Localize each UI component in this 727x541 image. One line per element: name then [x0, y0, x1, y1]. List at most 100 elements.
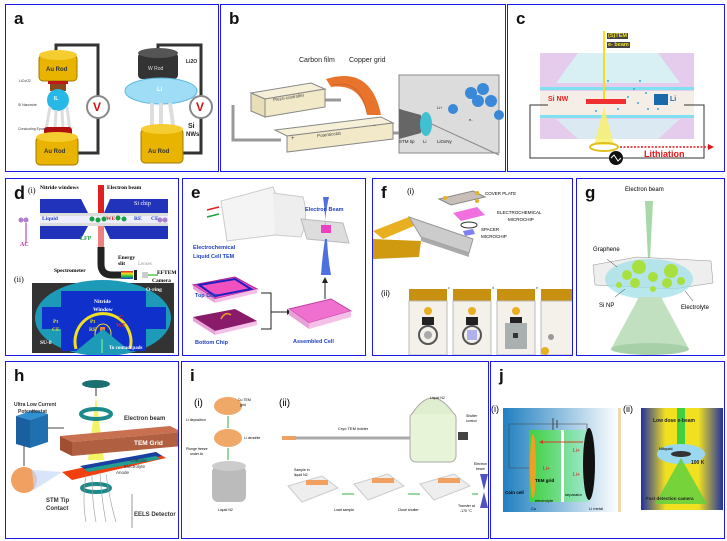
panel-h: h Ultra Low Current Potentiostat Electro…	[5, 361, 179, 539]
electron-beam-label: Electron beam	[107, 185, 142, 191]
panel-e: e Electron Beam Electrochemical Liquid	[182, 178, 366, 356]
cryo-holder-label: Cryo TEM holder	[338, 426, 369, 431]
liquid-n2-top-label: Liquid N2	[430, 396, 445, 400]
panel-label: j	[499, 366, 504, 385]
ec-chip-label-1: ELECTROCHEMICAL	[497, 210, 542, 215]
panel-i-illustration	[212, 397, 488, 508]
panel-i: i (i) (ii) Cu TEM grid Li deposition Li …	[181, 361, 489, 539]
energy-slit-label: Energy slit	[118, 255, 136, 267]
electron-label: e-	[469, 117, 473, 122]
li-dendrite-label: Li dendrite	[244, 436, 261, 440]
transfer-label-1: Transfer at	[458, 504, 475, 508]
voltmeter-left-label: V	[93, 100, 102, 114]
nitride-label: Nitride	[94, 299, 111, 305]
step-label-d: d	[492, 285, 495, 290]
carbon-film-label: Carbon film	[299, 57, 335, 64]
eels-detector-label: EELS Detector	[134, 512, 176, 518]
we-label: WE	[106, 216, 116, 222]
li-block-label: Li	[670, 96, 677, 103]
li-label: Li	[423, 139, 427, 144]
voltmeter-right-label: V	[196, 100, 205, 114]
ebeam-label-1: Electron	[474, 462, 487, 466]
sub-label-i: (i)	[491, 404, 499, 414]
panel-g-illustration	[592, 201, 714, 355]
load-sample-label: Load sample	[334, 508, 355, 512]
sub-label-ii: (ii)	[14, 275, 24, 284]
cathode-label: Cathode	[130, 458, 148, 463]
top-chip-label: Top Chip	[195, 293, 219, 299]
electrolyte-label: Electrolyte	[124, 464, 146, 469]
coin-cell-label: Coin cell	[505, 490, 524, 495]
li-deposition-label: Li deposition	[186, 418, 206, 422]
panel-b: b Carbon film Copper grid Piezo-controll…	[220, 4, 506, 172]
panel-label: c	[516, 9, 526, 28]
li-metal-label: Li metal	[589, 506, 604, 511]
stem-beam-label: (S)TEM	[607, 33, 628, 39]
licoo2-label: LiCoO2	[19, 79, 31, 83]
lioxny-label: LiOxNy	[437, 139, 452, 144]
panel-label: a	[14, 9, 24, 28]
li-plus-label-1: Li+	[573, 448, 580, 454]
spacer-label-2: MICROCHIP	[481, 234, 507, 239]
shutter-label-2: control	[466, 419, 477, 423]
li-ion-label: Li+	[437, 105, 443, 110]
ec-chip-label-2: MICROCHIP	[508, 217, 534, 222]
ebeam-label-2: beam	[476, 467, 485, 471]
plus-terminal: +	[291, 136, 295, 142]
sub-label-ii: (ii)	[381, 289, 390, 298]
si-nanowire-label: Si Nanowire	[18, 103, 37, 107]
panel-d: d (i) Nitride windows E	[5, 178, 179, 356]
potentiostat-label-1: Ultra Low Current	[14, 402, 57, 408]
lithiation-label: Lithiation	[644, 149, 685, 159]
electron-beam-label: Electron Beam	[305, 207, 344, 213]
sample-label-2: liquid N2	[294, 473, 308, 477]
cu-grid-label-2: grid	[240, 403, 246, 407]
top-au-rod-label: Au Rod	[46, 67, 68, 73]
re-label: RE	[134, 216, 142, 222]
tem-grid-label: TEM Grid	[134, 440, 163, 447]
cu-label: Cu	[531, 506, 537, 511]
anode-label: Anode	[116, 470, 130, 475]
cu-grid-label-1: Cu TEM	[238, 398, 251, 402]
panel-label: g	[585, 183, 596, 202]
electron-beam-label: Electron beam	[124, 416, 166, 422]
panel-a: a Au Ro	[5, 4, 219, 172]
lfp-label: LFP	[80, 236, 92, 242]
panel-e-illustration	[191, 186, 353, 335]
panel-label: h	[14, 366, 25, 385]
electrolyte-label: electrolyte	[535, 498, 554, 503]
electrolyte-label: Electrolyte	[681, 305, 710, 311]
lenses-label: Lenses	[138, 262, 152, 267]
si-label: Si	[188, 123, 195, 130]
minus-terminal: –	[373, 123, 377, 129]
low-dose-label: Low dose e-beam	[653, 418, 695, 424]
c-we-label-2: WE	[116, 323, 127, 329]
cover-plate-label: COVER PLATE	[485, 191, 517, 196]
panel-j: j (i) (ii) Li+ Li+ Li+ TEM grid Coin cel…	[490, 361, 725, 539]
sub-label-ii: (ii)	[279, 398, 291, 409]
si-chip-label: Si chip	[134, 201, 151, 207]
panel-d-illustration	[18, 185, 174, 355]
tem-grid-label: TEM grid	[535, 478, 555, 483]
nws-label: NWs	[186, 132, 200, 138]
pt-ce-label-2: CE	[52, 327, 60, 333]
epoxy-label: Conducting Epoxy	[18, 127, 47, 131]
holder-label-2: Liquid Cell TEM	[193, 254, 235, 260]
close-shutter-label: Close shutter	[398, 508, 419, 512]
liquid-n2-left-label: Liquid N2	[218, 508, 233, 512]
sub-label-i: (i)	[194, 398, 203, 409]
spacer-label-1: SPACER	[481, 227, 500, 232]
panel-f-illustration	[373, 190, 572, 355]
panel-label: b	[229, 9, 240, 28]
li-plus-label-3: Li+	[573, 472, 580, 478]
electron-beam-label: Electron beam	[625, 187, 664, 193]
li2o-label: Li2O	[186, 59, 198, 65]
n-liquid-label: Nliquid	[659, 446, 673, 451]
panel-c: c (S)TEM e- beam Si NW Li Lithiation	[507, 4, 725, 172]
stm-tip-label: STM tip	[399, 139, 415, 144]
e-beam-label: e- beam	[607, 42, 630, 48]
shutter-label-1: Shutter	[466, 414, 478, 418]
nitride-windows-label: Nitride windows	[40, 185, 79, 191]
right-au-rod-label: Au Rod	[148, 149, 170, 155]
liquid-label: Liquid	[42, 216, 58, 222]
